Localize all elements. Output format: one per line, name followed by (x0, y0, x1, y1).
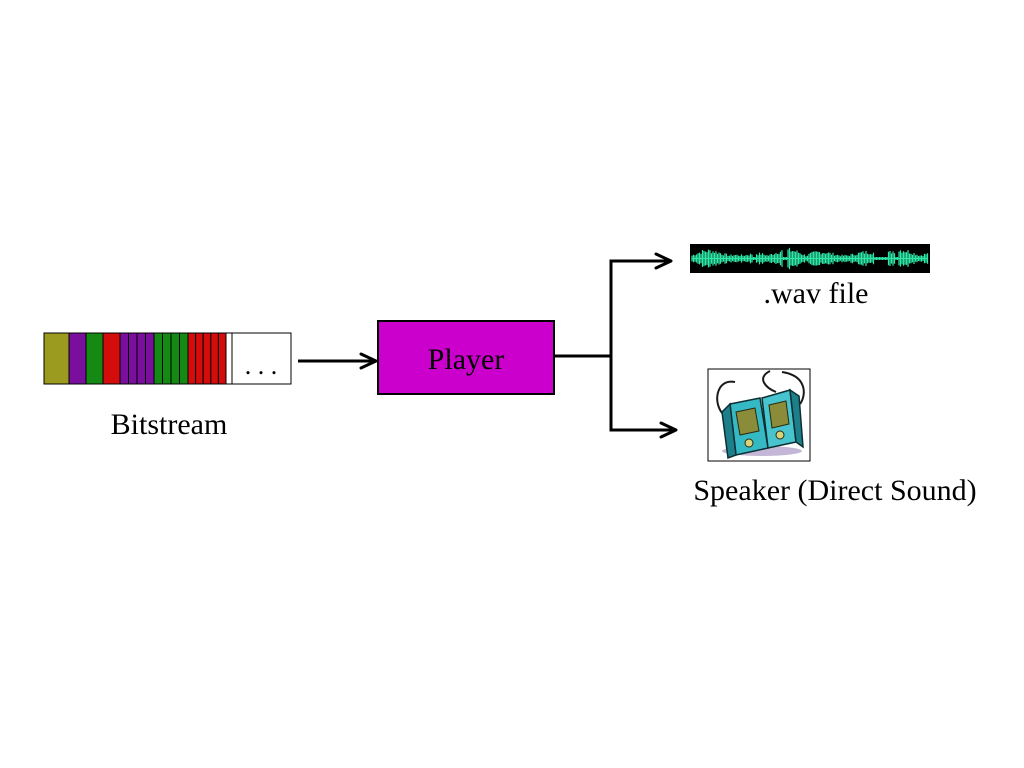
bitstream-segments (43, 332, 227, 385)
bitstream-segment (187, 332, 197, 385)
bitstream-tail-box (231, 332, 292, 385)
player-label: Player (428, 343, 505, 376)
bitstream-segment (179, 332, 189, 385)
bitstream-ellipsis: . . . (245, 351, 278, 380)
bitstream-segment (145, 332, 155, 385)
bitstream-segment (102, 332, 121, 385)
bitstream-segment (119, 332, 129, 385)
bitstream-segment (153, 332, 163, 385)
bitstream-segment (68, 332, 87, 385)
bitstream-segment (195, 332, 204, 385)
bitstream-label: Bitstream (111, 408, 228, 441)
bitstream-segment (128, 332, 138, 385)
bitstream-segment (202, 332, 212, 385)
bitstream-segment (210, 332, 219, 385)
bitstream-segment (217, 332, 227, 385)
branch-connector (554, 252, 678, 439)
bitstream-segment (85, 332, 104, 385)
bitstream-outline (43, 332, 292, 385)
player-box: Player (377, 320, 555, 395)
speaker-output: Speaker (Direct Sound) (693, 368, 977, 507)
bitstream-segment (170, 332, 180, 385)
bitstream-segment (43, 332, 70, 385)
speaker-icon (716, 370, 805, 460)
wav-file-output: .wav file (690, 244, 930, 310)
wav-file-label: .wav file (764, 277, 869, 310)
bitstream: . . . Bitstream (43, 332, 292, 441)
bitstream-segment (136, 332, 146, 385)
bitstream-segment (162, 332, 172, 385)
speaker-label: Speaker (Direct Sound) (693, 474, 976, 507)
waveform-icon (691, 247, 929, 270)
